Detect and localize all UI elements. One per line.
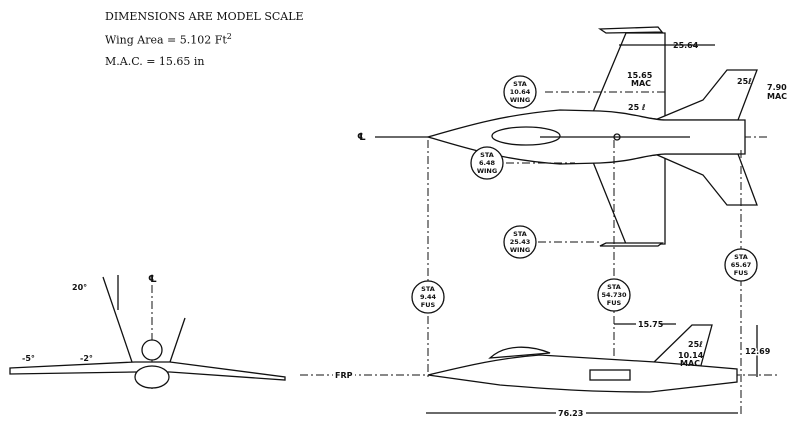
svg-text:STA: STA [421,285,435,293]
front-centerline-symbol: ℄ [148,274,157,285]
frp-label: FRP [335,371,353,380]
wing-quarter-chord: 25 ℓ [628,103,646,112]
svg-text:54.730: 54.730 [601,291,627,299]
fuselage-side [427,354,738,393]
tail-arm: 15.75 [638,320,664,329]
wing-mac-value: 15.65 [627,71,653,80]
svg-text:10.64: 10.64 [510,88,531,96]
intakes-front [134,365,170,389]
cant-angle: 20° [72,283,87,292]
side-tail-mac: 10.14 [678,351,704,360]
top-centerline-symbol: ℄ [357,132,366,143]
canopy-front [141,339,163,361]
left-vertical-tail [102,276,133,363]
dim-tail-arm: 25.64 [673,41,699,50]
canopy-side [488,346,551,359]
svg-text:FUS: FUS [421,301,436,309]
svg-text:WING: WING [477,167,497,175]
top-view: ℄ 25.64 15.65 MAC 25 ℓ 25ℓ 7.90 MAC [357,26,787,247]
front-view: ℄ 20° -5° -2° FRP [9,274,355,390]
overall-length: 76.23 [558,409,583,418]
svg-text:STA: STA [513,230,527,238]
mac-text: M.A.C. = 15.65 in [105,55,205,68]
svg-text:STA: STA [734,253,748,261]
svg-text:6.48: 6.48 [479,159,496,167]
svg-text:FUS: FUS [607,299,622,307]
engine-nacelle [589,369,631,381]
svg-text:WING: WING [510,96,530,104]
svg-text:FUS: FUS [734,269,749,277]
svg-text:WING: WING [510,246,530,254]
tail-quarter-chord: 25ℓ [737,77,752,86]
svg-text:25.43: 25.43 [510,238,531,246]
upper-wingtip-missile [597,26,664,34]
side-view: 76.23 15.75 12.69 25ℓ 10.14 MAC [300,318,780,418]
dihedral-outer: -5° [22,354,35,363]
diagram-title: DIMENSIONS ARE MODEL SCALE [105,10,304,23]
lower-wingtip-missile [599,242,664,247]
side-tail-quarter-chord: 25ℓ [688,340,703,349]
tail-mac-value: 7.90 [767,83,787,92]
right-vertical-tail [169,317,186,363]
dihedral-inner: -2° [80,354,93,363]
tail-height: 12.69 [745,347,771,356]
wing-area-exponent: 2 [226,32,232,41]
svg-text:65.67: 65.67 [731,261,752,269]
lower-horizontal-tail [654,153,758,206]
side-tail-mac-label: MAC [680,359,700,368]
svg-text:STA: STA [607,283,621,291]
svg-text:9.44: 9.44 [420,293,437,301]
wing-area-text: Wing Area = 5.102 Ft2 [105,32,232,47]
canopy-top [491,126,561,146]
svg-text:STA: STA [513,80,527,88]
svg-text:STA: STA [480,151,494,159]
wing-mac-label: MAC [631,79,651,88]
wing-area-value: Wing Area = 5.102 Ft [105,33,227,47]
lower-wing [592,153,666,245]
tail-mac-label: MAC [767,92,787,101]
